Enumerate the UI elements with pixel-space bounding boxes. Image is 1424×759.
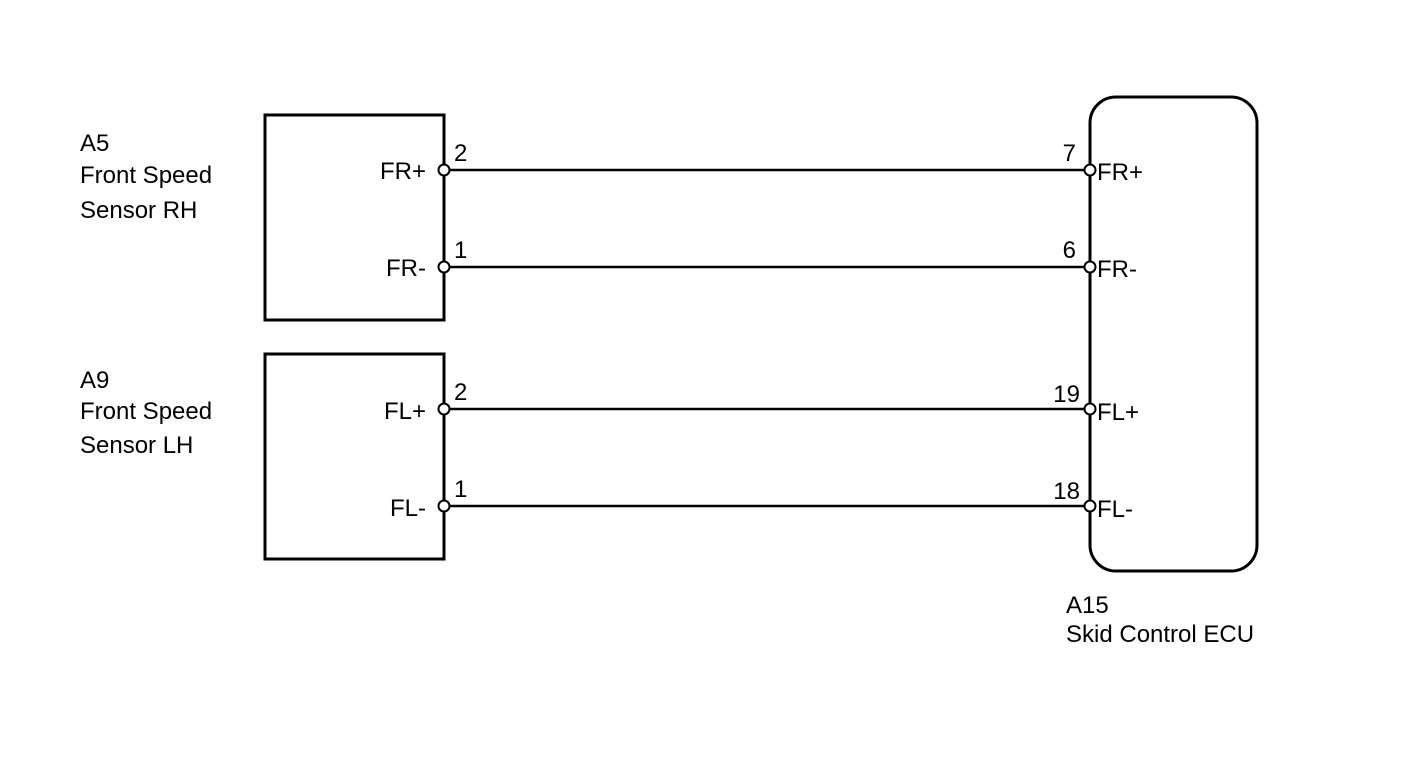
a9-pin-number: 1 [454, 476, 467, 503]
a15-signal-label: FR+ [1097, 159, 1143, 186]
a15-terminal-fl-plus [1083, 402, 1097, 416]
a5-pin-number: 2 [454, 140, 467, 167]
a9-sensor-box [263, 352, 446, 561]
a15-signal-label: FL- [1097, 496, 1133, 523]
a15-pin-number: 19 [1053, 381, 1080, 408]
a5-terminal-fr-minus [437, 260, 451, 274]
a15-terminal-fl-minus [1083, 499, 1097, 513]
a15-signal-label: FR- [1097, 256, 1137, 283]
a5-signal-label: FR+ [380, 158, 426, 185]
a5-name-line1: Front Speed [80, 162, 212, 189]
a15-pin-number: 18 [1053, 478, 1080, 505]
a5-name-line2: Sensor RH [80, 197, 197, 224]
a9-id-label: A9 [80, 367, 109, 394]
a9-signal-label: FL- [390, 495, 426, 522]
a9-terminal-fl-minus [437, 499, 451, 513]
a5-pin-number: 1 [454, 237, 467, 264]
a9-name-line2: Sensor LH [80, 432, 193, 459]
a15-terminal-fr-minus [1083, 260, 1097, 274]
a5-signal-label: FR- [386, 255, 426, 282]
a9-signal-label: FL+ [384, 398, 426, 425]
a5-id-label: A5 [80, 130, 109, 157]
a15-id-label: A15 [1066, 592, 1109, 619]
a5-terminal-fr-plus [437, 163, 451, 177]
a15-signal-label: FL+ [1097, 399, 1139, 426]
a15-ecu-box [1088, 95, 1259, 573]
a9-pin-number: 2 [454, 379, 467, 406]
a9-name-line1: Front Speed [80, 398, 212, 425]
a15-terminal-fr-plus [1083, 163, 1097, 177]
a15-pin-number: 7 [1063, 140, 1076, 167]
a15-pin-number: 6 [1063, 237, 1076, 264]
a5-sensor-box [263, 113, 446, 322]
a15-name-label: Skid Control ECU [1066, 621, 1254, 648]
a9-terminal-fl-plus [437, 402, 451, 416]
